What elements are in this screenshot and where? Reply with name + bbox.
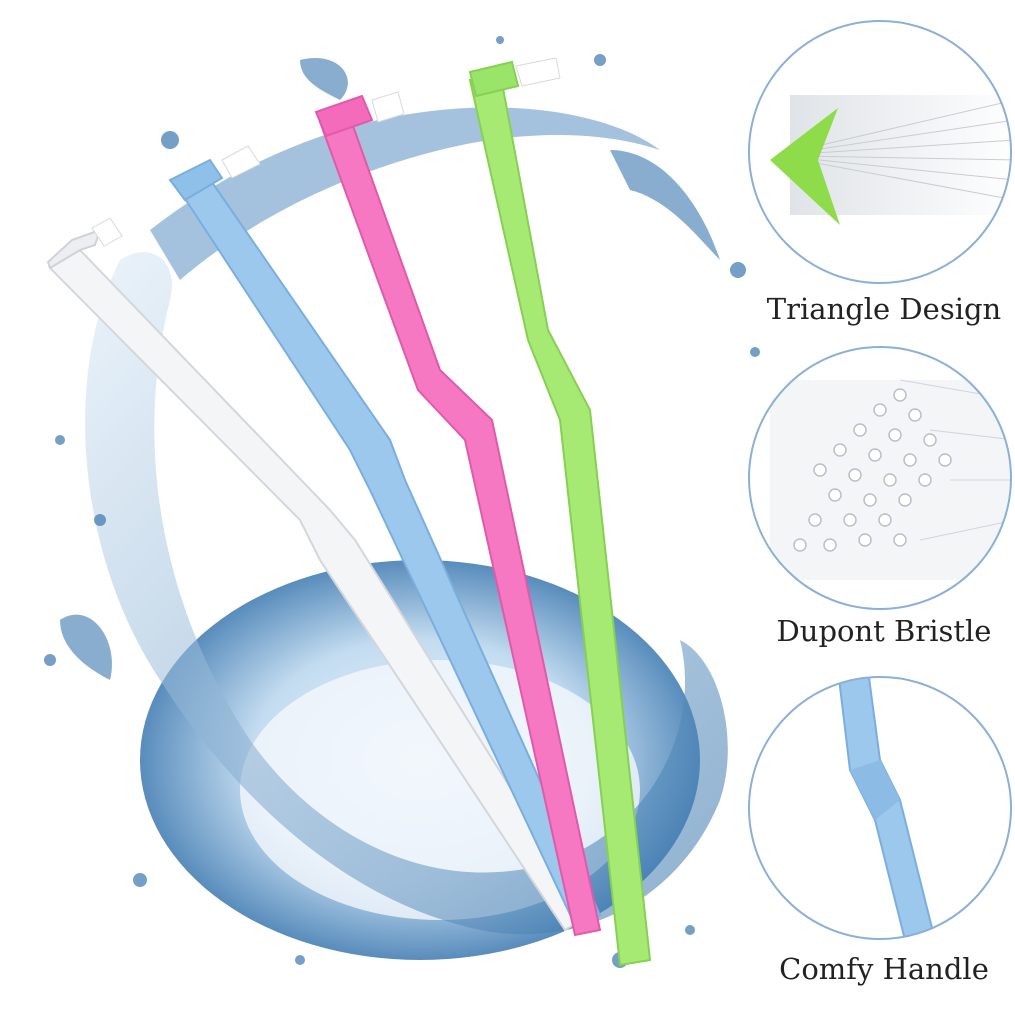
- feature-label-triangle-design: Triangle Design: [766, 292, 1002, 326]
- feature-circle-bristle: [748, 346, 1012, 610]
- toothbrush-green: [468, 57, 652, 967]
- feature-label-comfy-handle: Comfy Handle: [779, 952, 989, 986]
- toothbrush-pink: [314, 91, 602, 937]
- feature-label-dupont-bristle: Dupont Bristle: [776, 614, 992, 648]
- toothbrush-blue: [168, 145, 602, 927]
- feature-circle-handle: [748, 676, 1012, 940]
- feature-circle-triangle: [748, 20, 1012, 284]
